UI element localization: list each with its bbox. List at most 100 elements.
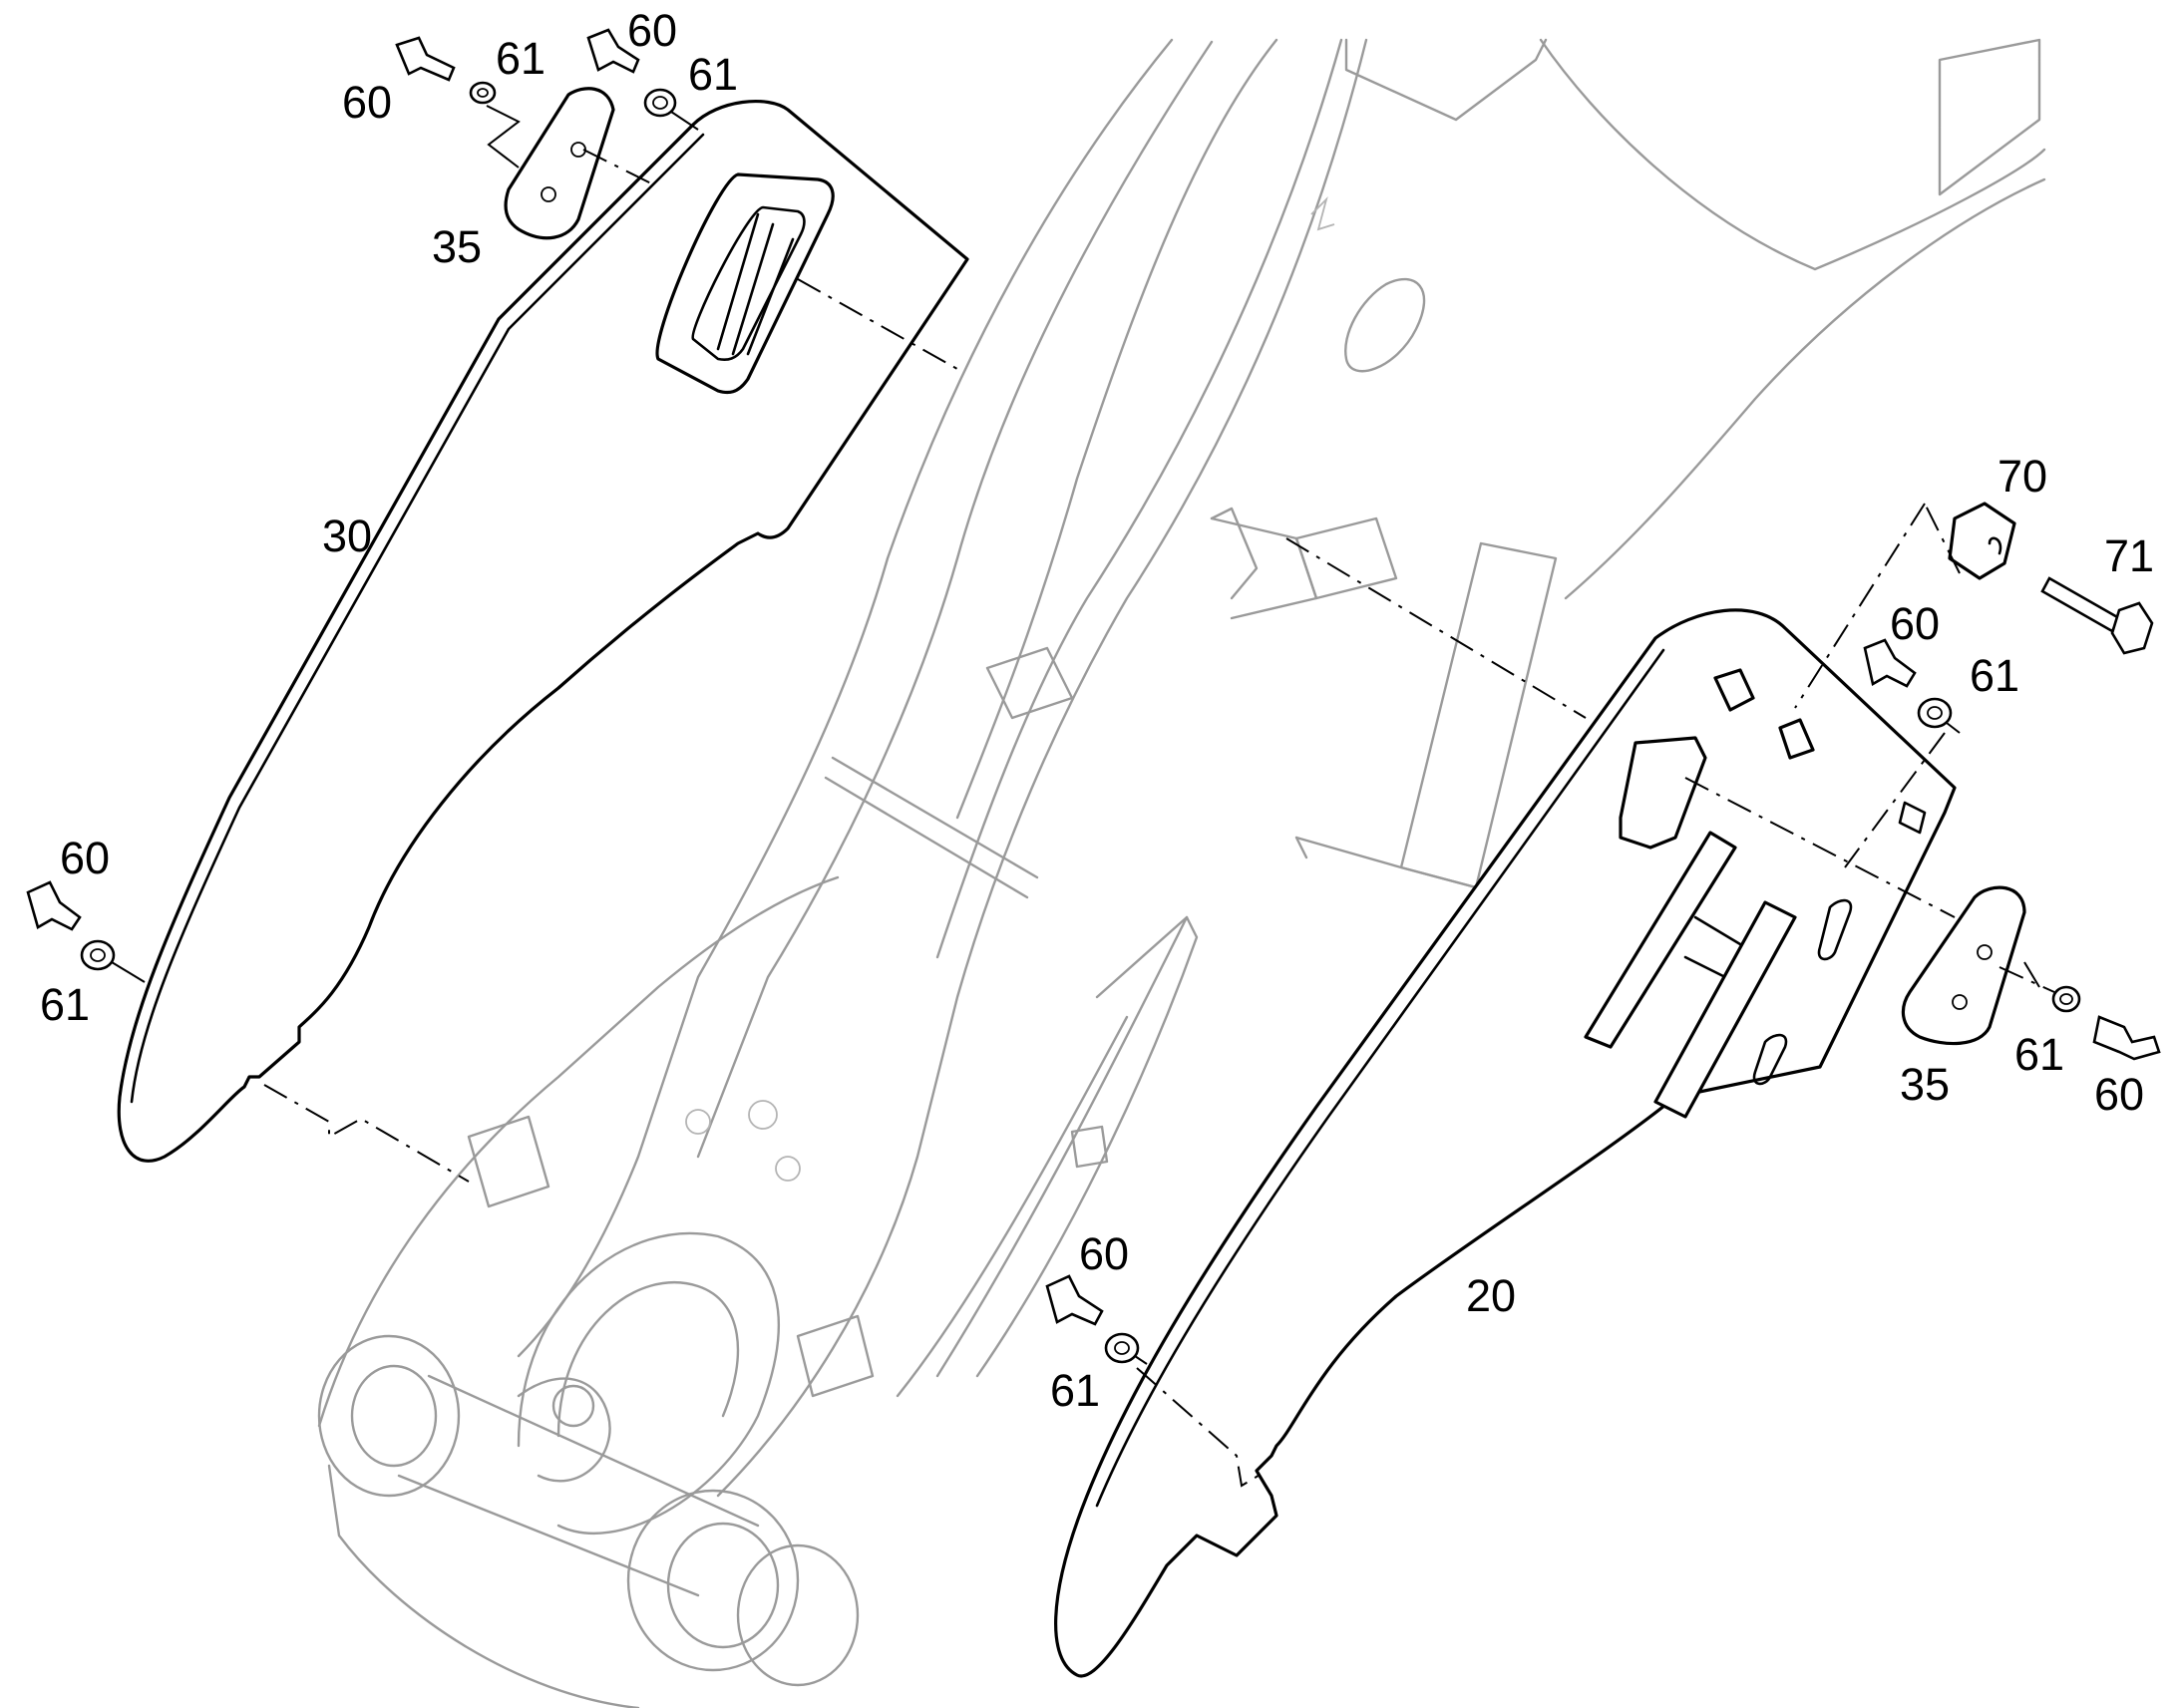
- callout-20: 20: [1466, 1270, 1517, 1321]
- frame-small-plate-lower: [796, 1314, 875, 1398]
- clamp-70: [1948, 502, 2016, 580]
- callout-60-top-a: 60: [342, 77, 393, 128]
- handle-bar-upper: [1619, 736, 1707, 850]
- frame-left-boss-inner: [350, 1364, 438, 1468]
- frame-hole-2: [748, 1100, 778, 1130]
- frame-lower-link-3: [896, 1015, 1129, 1398]
- washer-61-right-a: [1917, 697, 1953, 729]
- clamp-70-body: [1948, 502, 2016, 580]
- leader-lines: [111, 105, 2040, 1365]
- cover-plate-20-slot-2: [1752, 1033, 1788, 1086]
- callout-30: 30: [322, 511, 373, 561]
- frame-ring-housing-inner: [556, 1281, 740, 1438]
- frame-upper-right-housing: [1539, 38, 2046, 271]
- frame-small-bracket: [985, 646, 1074, 720]
- callout-61-top-b: 61: [688, 49, 739, 100]
- background-loader-frame: [317, 38, 2046, 1708]
- callout-35-right: 35: [1900, 1059, 1951, 1110]
- callout-60-top-b: 60: [627, 5, 678, 56]
- hardware-fasteners: [26, 28, 2161, 1364]
- callout-60-right-b: 60: [2094, 1069, 2145, 1120]
- frame-left-boom: [517, 38, 1174, 1358]
- washer-61-top-a-hole: [477, 88, 489, 98]
- frame-left-boss-outer: [317, 1334, 461, 1498]
- bolt-71-head: [2110, 601, 2154, 655]
- handle-recess-inner: [691, 205, 806, 361]
- callout-61-left: 61: [40, 979, 91, 1030]
- bolt-71: [2040, 576, 2154, 655]
- screw-60-left: [26, 880, 82, 931]
- callout-71: 71: [2104, 530, 2155, 581]
- frame-right-boss-outer: [626, 1489, 800, 1672]
- callout-60-bottom: 60: [1079, 1228, 1130, 1279]
- screw-60-right-b: [2092, 1015, 2161, 1061]
- leader-61-bottom: [1134, 1355, 1148, 1365]
- assembly-line-pad-top: [582, 149, 654, 185]
- assembly-line-right-pad: [1684, 777, 1956, 918]
- pad-35-right-body: [1901, 885, 2026, 1046]
- frame-hole-1: [685, 1109, 711, 1135]
- assembly-lines: [263, 149, 2055, 1488]
- washer-61-top-b: [643, 88, 677, 118]
- frame-left-lug: [467, 1115, 550, 1208]
- cover-plate-30: [117, 99, 969, 1163]
- pad-35-top-hole-2: [541, 186, 556, 202]
- washer-61-left-hole: [90, 948, 106, 962]
- frame-center-block-side: [1210, 516, 1318, 620]
- frame-right-boss-far: [736, 1543, 860, 1687]
- bracket-long: [1653, 900, 1797, 1119]
- cover-plate-30-edge: [118, 123, 695, 1099]
- callout-70: 70: [1998, 451, 2048, 502]
- frame-hole-3: [775, 1156, 801, 1182]
- leader-61-left: [111, 961, 146, 983]
- clip-tab-lower: [1778, 718, 1815, 760]
- frame-lower-left-arm: [317, 875, 840, 1428]
- screw-60-top-a: [395, 36, 456, 82]
- mounting-pad-35-top: [504, 87, 615, 240]
- washer-61-top-a: [469, 81, 497, 105]
- clamp-70-slot: [1988, 536, 2002, 555]
- assembly-line-bottom: [1136, 1367, 1263, 1488]
- leader-61-top-a: [486, 105, 521, 169]
- frame-lower-left-edge: [327, 1464, 640, 1708]
- frame-cross-member: [824, 756, 1039, 899]
- handle-recess-outer: [655, 172, 835, 395]
- callout-35-top: 35: [432, 221, 483, 272]
- frame-right-boom: [716, 38, 1368, 1498]
- washer-61-left: [80, 939, 116, 971]
- frame-right-boss-inner: [666, 1522, 780, 1649]
- washer-61-bottom: [1104, 1332, 1140, 1364]
- frame-top-body: [1344, 38, 1548, 122]
- assembly-line-center: [1285, 537, 1587, 719]
- clip-tab-upper: [1713, 668, 1755, 712]
- assembly-line-right-bracket: [1844, 732, 1946, 868]
- frame-wedge-block: [1938, 38, 2041, 196]
- frame-right-lug: [1070, 1125, 1109, 1169]
- leader-61-right-a: [1946, 722, 1961, 734]
- frame-pivot-pin: [551, 1384, 595, 1428]
- frame-pivot-link: [517, 1377, 611, 1483]
- cover-plate-20-notch: [1898, 801, 1927, 835]
- cover-plate-30-outline: [117, 99, 969, 1163]
- cover-plate-20: [1054, 608, 1957, 1678]
- washer-61-right-b-hole: [2059, 993, 2073, 1005]
- cover-plate-20-slot-1: [1817, 898, 1853, 961]
- frame-upper-right-edge: [1564, 177, 2046, 600]
- pad-35-right-hole-1: [1977, 944, 1993, 960]
- cover-plate-20-inner-edge: [1095, 648, 1665, 1508]
- assembly-line-left-bottom: [263, 1084, 470, 1183]
- washer-61-right-a-hole: [1927, 706, 1943, 720]
- screw-60-bottom: [1045, 1274, 1104, 1326]
- cover-plate-30-inner-edge: [130, 133, 705, 1104]
- frame-right-boom-inner: [935, 38, 1343, 959]
- cover-plate-20-edge: [1085, 636, 1657, 1498]
- leader-61-top-b: [670, 111, 699, 131]
- handle-grip: [716, 212, 795, 356]
- frame-lug-upper: [1210, 507, 1259, 600]
- callout-61-top-a: 61: [496, 33, 546, 84]
- pad-35-right-hole-2: [1952, 994, 1968, 1010]
- bolt-71-shank: [2040, 576, 2121, 633]
- assembly-line-clamp: [1794, 503, 1926, 709]
- callout-61-right-a: 61: [1970, 650, 2020, 701]
- washer-61-right-b: [2051, 985, 2081, 1013]
